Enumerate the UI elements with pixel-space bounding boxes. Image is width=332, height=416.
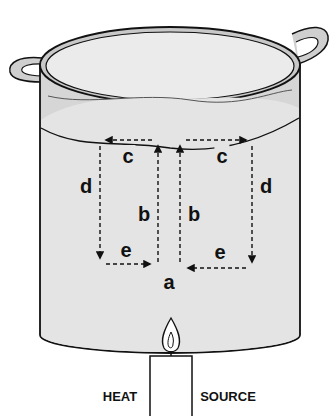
- convection-loop: [100, 140, 158, 264]
- pot-rim: [46, 32, 294, 100]
- flow-label: e: [212, 241, 227, 263]
- flow-label: a: [161, 271, 176, 293]
- heat-source-label: SOURCE: [198, 389, 258, 404]
- convection-loop: [180, 140, 252, 268]
- flow-label: b: [186, 203, 202, 225]
- flow-label: b: [136, 203, 152, 225]
- water-surface: [41, 118, 299, 149]
- candle: [150, 356, 192, 416]
- flow-label: d: [78, 175, 94, 197]
- candle-flame: [162, 318, 179, 352]
- flow-label: c: [120, 145, 135, 167]
- candle-flame: [168, 332, 173, 348]
- water-surface: [48, 90, 292, 102]
- pot-body: [40, 65, 300, 353]
- water: [41, 97, 299, 352]
- flow-label: d: [258, 175, 274, 197]
- flow-label: c: [214, 145, 229, 167]
- flow-label: e: [118, 239, 133, 261]
- pot-handle: [296, 38, 318, 58]
- heat-source-label: HEAT: [101, 389, 139, 404]
- pot-rim: [40, 27, 300, 103]
